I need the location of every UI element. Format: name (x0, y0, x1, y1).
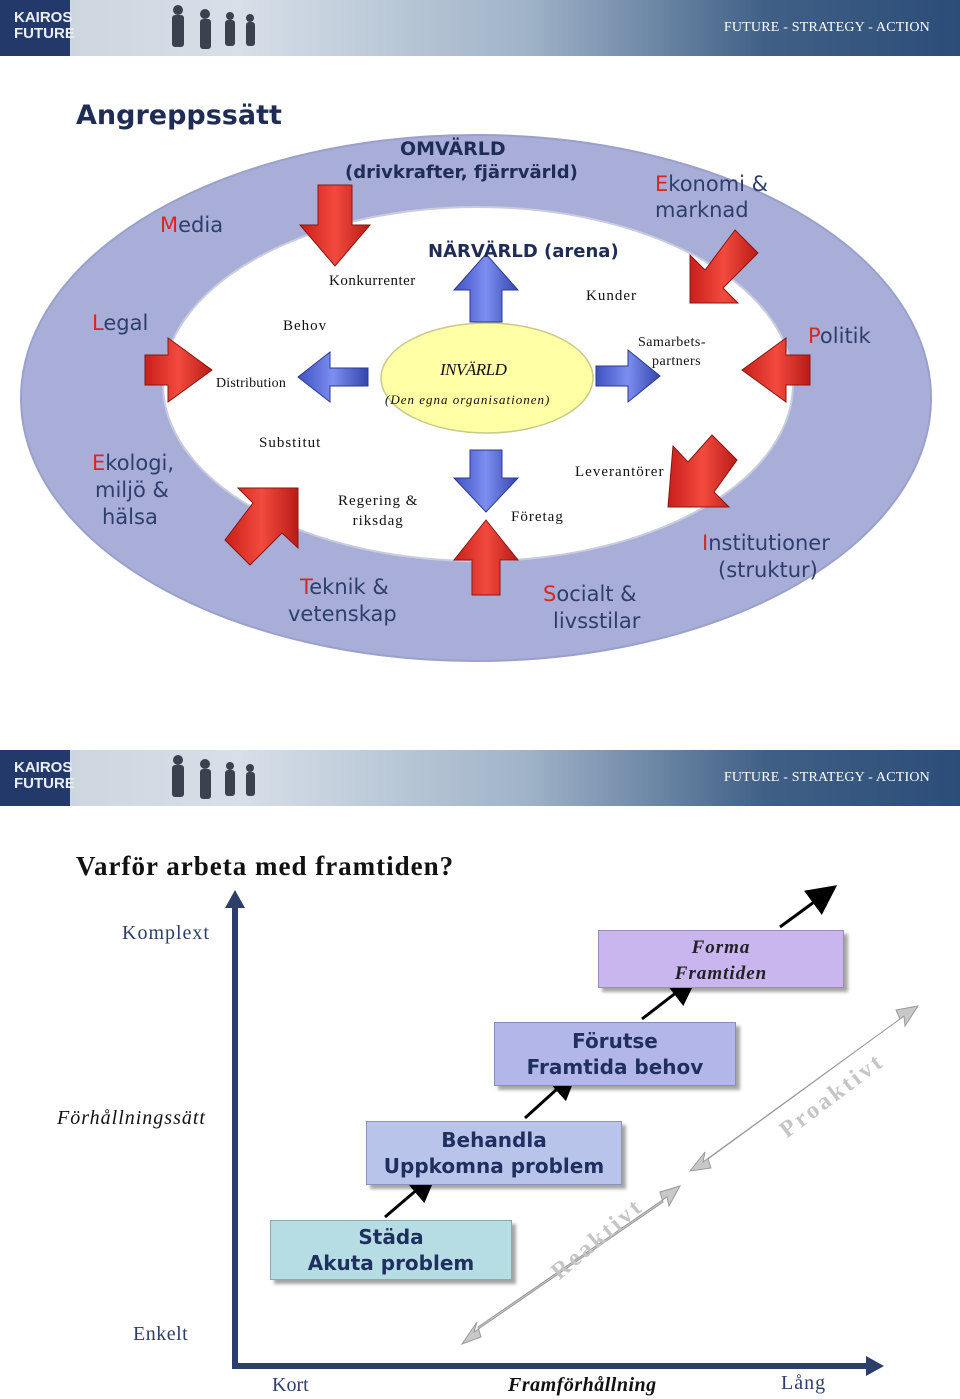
header-banner-2: KAIROS FUTURE FUTURE - STRATEGY - ACTION (0, 750, 960, 806)
factor-ekologi: Ekologi,miljö &hälsa (92, 451, 175, 529)
logo-text-line1: KAIROS (14, 9, 73, 26)
x-right-label: Lång (781, 1372, 827, 1394)
y-bottom-label: Enkelt (133, 1323, 189, 1345)
forhallning-diagram (225, 885, 920, 1376)
y-axis-arrowhead (225, 890, 245, 908)
red-arrow-left (144, 337, 213, 403)
omvarld-heading: OMVÄRLD (400, 138, 506, 160)
header-banner: KAIROS FUTURE FUTURE - STRATEGY - ACTION (0, 0, 960, 56)
factor-socialt: Socialt &livsstilar (543, 582, 641, 633)
factor-institutioner: Institutioner(struktur) (702, 531, 830, 582)
actor-foretag: Företag (511, 509, 564, 525)
invarld-ellipse (380, 322, 594, 434)
logo-text-line2: FUTURE (14, 25, 75, 42)
logo-text-line2: FUTURE (14, 775, 75, 792)
invarld-subtitle: (Den egna organisationen) (385, 392, 551, 407)
x-axis-arrowhead (866, 1356, 884, 1376)
reaktivt-double-arrow (460, 1185, 682, 1346)
tagline: FUTURE - STRATEGY - ACTION (723, 770, 930, 785)
actor-behov: Behov (283, 318, 328, 334)
actor-kunder: Kunder (586, 288, 637, 304)
narvarld-heading: NÄRVÄRLD (arena) (428, 241, 619, 262)
tagline: FUTURE - STRATEGY - ACTION (723, 20, 930, 35)
factor-politik: Politik (808, 324, 871, 348)
step-arrow-2 (523, 1069, 579, 1120)
people-silhouettes-image (172, 755, 255, 799)
kairos-future-logo: KAIROS FUTURE (0, 0, 75, 56)
slide2-title: Varför arbeta med framtiden? (76, 851, 455, 881)
actor-substitut: Substitut (259, 435, 322, 451)
red-arrow-bottom (452, 519, 520, 596)
y-axis (232, 904, 238, 1369)
factor-teknik: Teknik &vetenskap (288, 575, 397, 626)
red-arrow-top-right (689, 229, 759, 304)
actor-distribution: Distribution (216, 376, 287, 391)
proaktivt-double-arrow (688, 1005, 920, 1172)
red-arrow-bottom-right (667, 434, 738, 508)
slide-title: Angreppssätt (76, 100, 282, 131)
blue-arrow-left (297, 350, 369, 404)
blue-arrow-down (452, 449, 520, 513)
invarld-title: INVÄRLD (440, 360, 507, 379)
omvarld-subheading: (drivkrafter, fjärrvärld) (345, 162, 578, 183)
angreppssatt-diagram (20, 134, 932, 662)
factor-ekonomi: Ekonomi &marknad (655, 172, 769, 222)
actor-regering: Regering &riksdag (338, 493, 419, 529)
blue-arrow-up (452, 253, 520, 323)
blue-arrow-right (595, 348, 661, 404)
factor-media: Media (160, 213, 224, 237)
red-arrow-top (298, 184, 372, 267)
red-arrow-right (741, 337, 811, 403)
kairos-future-logo-2: KAIROS FUTURE (0, 750, 75, 806)
actor-konkurrenter: Konkurrenter (329, 273, 416, 289)
y-axis-title: Förhållningssätt (57, 1107, 206, 1129)
x-axis-title: Framförhållning (508, 1374, 657, 1396)
red-arrow-bottom-left (224, 487, 299, 566)
actor-leverantorer: Leverantörer (575, 464, 665, 480)
x-left-label: Kort (272, 1374, 309, 1396)
step-arrow-1 (384, 1172, 438, 1219)
step-arrow-4 (779, 885, 838, 929)
people-silhouettes-image (172, 5, 255, 49)
y-top-label: Komplext (122, 922, 210, 944)
step-arrow-3 (641, 975, 698, 1021)
actor-samarbetspartners: Samarbets-partners (638, 335, 706, 369)
x-axis (232, 1363, 870, 1369)
factor-legal: Legal (92, 311, 149, 335)
logo-text-line1: KAIROS (14, 759, 73, 776)
